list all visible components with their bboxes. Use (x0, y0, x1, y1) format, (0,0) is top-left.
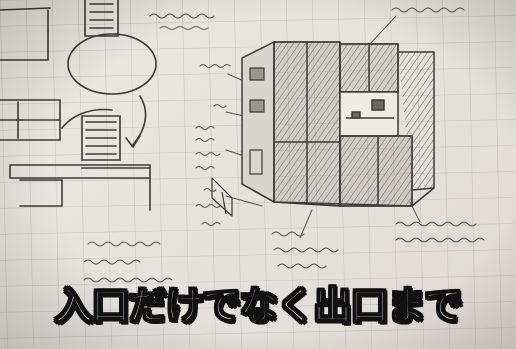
caption-text: 入口だけでなく出口まで (54, 283, 464, 329)
